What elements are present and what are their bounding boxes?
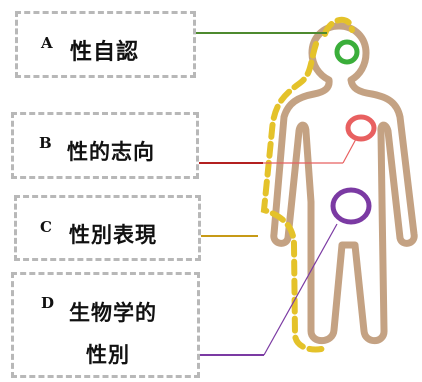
biological-sex-marker-circle	[330, 187, 372, 225]
gender-expression-dashed-outline	[260, 17, 355, 353]
label-letter-a: A	[41, 34, 53, 52]
connector-line-b-diagonal	[342, 138, 357, 164]
label-letter-c: C	[40, 218, 52, 236]
sexual-orientation-marker-circle	[345, 114, 377, 142]
label-letter-b: B	[39, 134, 52, 152]
label-letter-d: D	[41, 294, 55, 312]
biological-sex-label-box: D 生物学的 性別	[11, 272, 200, 378]
biological-sex-label-line1: 生物学的	[69, 301, 157, 325]
human-body-outline	[270, 22, 418, 345]
gender-identity-label-box: A 性自認	[15, 11, 196, 78]
gender-expression-label: 性別表現	[69, 223, 157, 247]
gender-identity-marker-circle	[334, 39, 360, 65]
sexual-orientation-label: 性的志向	[67, 140, 155, 164]
gender-identity-label: 性自認	[70, 40, 140, 65]
gender-expression-label-box: C 性別表現	[14, 195, 201, 261]
sexual-orientation-label-box: B 性的志向	[11, 112, 199, 179]
connector-line-d-diagonal	[263, 223, 338, 356]
biological-sex-label-line2: 性別	[86, 343, 130, 367]
